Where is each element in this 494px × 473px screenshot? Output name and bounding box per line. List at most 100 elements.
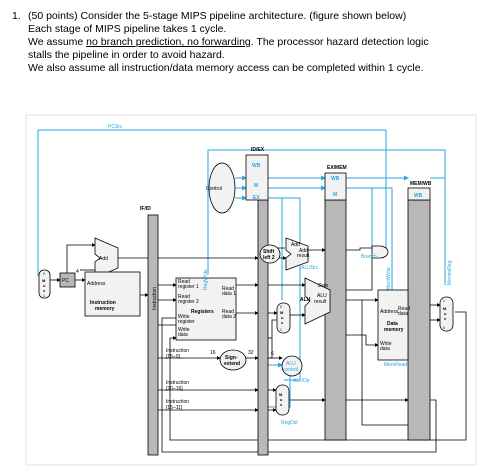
wb-mux-u: u	[444, 311, 447, 316]
alusrc-mux	[276, 302, 291, 334]
pc-mux-u: u	[43, 283, 46, 288]
write-register-a: Write	[178, 314, 190, 320]
alusrc-mux-in-0: 0	[280, 305, 282, 309]
alu-control-label-b: control	[283, 367, 298, 373]
sign-extend-unit	[219, 349, 247, 371]
registers-label: Registers	[191, 309, 214, 315]
sign-extend-label-b: extend	[224, 361, 240, 367]
instr-memory-label-2: memory	[95, 306, 115, 312]
alu-control-unit	[281, 355, 303, 377]
branch-label: Branch	[361, 254, 377, 260]
data-address-label: Address	[380, 309, 399, 315]
shift-left-unit	[259, 244, 281, 264]
wb-mux-in-1: 1	[443, 299, 445, 303]
instr-15-0-label-b: [15–0]	[166, 354, 181, 360]
question-number: 1.	[12, 10, 21, 22]
ex-mem-label: EX/MEM	[327, 165, 347, 171]
question-line-3-pre: We assume	[28, 36, 87, 48]
alu-label: ALU	[300, 297, 311, 303]
instr-15-0-label-a: Instruction	[166, 348, 189, 354]
branch-adder	[285, 237, 309, 271]
instruction-memory	[84, 271, 141, 317]
data-memory	[377, 289, 409, 361]
instr-15-11-label-a: Instruction	[166, 399, 189, 405]
pc-mux-x: x	[43, 288, 46, 293]
instr-memory-label-1: Instruction	[90, 300, 116, 306]
id-ex-ex-label: EX	[253, 195, 260, 201]
width-16-label: 16	[210, 350, 216, 356]
pc-register	[59, 272, 76, 288]
id-ex-register	[257, 199, 269, 456]
aluop-label: ALUOp	[293, 378, 310, 384]
question-line-4: stalls the pipeline in order to avoid ha…	[28, 49, 225, 61]
instr-15-11-label-b: [15–11]	[166, 405, 183, 411]
question-line-5: We also assume all instruction/data memo…	[28, 62, 424, 74]
memwrite-label: MemWrite	[386, 267, 392, 290]
data-memory-label-b: memory	[384, 327, 404, 333]
figure-border	[25, 114, 477, 466]
read-data-1a: Read	[222, 286, 234, 292]
control-unit	[208, 162, 236, 214]
id-ex-control-field	[245, 154, 269, 201]
if-id-label: IF/ID	[140, 206, 151, 212]
mem-wb-wb-label: WB	[414, 193, 423, 199]
question-line-3: We assume no branch prediction, no forwa…	[28, 36, 488, 49]
wb-mux-m: M	[443, 306, 447, 311]
alusrc-mux-u: u	[281, 315, 284, 320]
data-write-b: data	[380, 346, 390, 352]
question-line-3-post: . The processor hazard detection logic	[250, 36, 429, 48]
pc-mux	[38, 269, 51, 299]
pcsrc-label: PCSrc	[108, 124, 123, 130]
sign-extend-label-a: Sign-	[225, 355, 238, 361]
mem-wb-label: MEM/WB	[410, 181, 432, 187]
question-line-3-underlined: no branch prediction, no forwarding	[86, 36, 251, 48]
question-line-2: Each stage of MIPS pipeline takes 1 cycl…	[28, 23, 227, 35]
write-data-a: Write	[178, 327, 190, 333]
question-text: 1. (50 points) Consider the 5-stage MIPS…	[12, 10, 488, 75]
alu-control-label-a: ALU	[286, 361, 296, 367]
ex-mem-wb-label: WB	[331, 176, 340, 182]
regdst-mux-m: M	[279, 392, 283, 397]
branch-add-label-b: Add	[299, 248, 308, 254]
width-32-label: 32	[248, 350, 254, 356]
write-register-b: register	[178, 319, 195, 325]
read-data-2b: data 2	[222, 314, 236, 320]
if-id-register	[147, 214, 159, 456]
register-file	[175, 277, 237, 341]
data-read-a: Read	[398, 306, 410, 312]
alu-result-a: ALU	[317, 293, 327, 299]
read-register-2a: Read	[178, 294, 190, 300]
alusrc-mux-m: M	[280, 310, 284, 315]
data-read-b: data	[398, 311, 408, 317]
shift-label-a: Shift	[263, 249, 274, 255]
instr-20-16-label-b: [20–16]	[166, 386, 183, 392]
pc-adder-label: Add	[99, 256, 108, 262]
regdst-mux-u: u	[280, 397, 283, 402]
ex-mem-m-label: M	[333, 192, 337, 198]
pc-adder	[94, 237, 119, 279]
wb-mux	[439, 296, 454, 332]
memtoreg-label: MemtoReg	[447, 260, 453, 285]
regwrite-label: RegWrite	[203, 269, 209, 290]
read-data-2a: Read	[222, 309, 234, 315]
alu	[304, 277, 331, 325]
mem-wb-register	[407, 199, 431, 441]
pc-label: PC	[62, 278, 69, 284]
branch-add-label-a: Add	[291, 242, 300, 248]
ex-mem-control-field	[324, 172, 347, 201]
regdst-mux-x: x	[280, 402, 283, 407]
alusrc-label: ALUSrc	[301, 265, 319, 271]
alusrc-mux-in-1: 1	[280, 328, 282, 332]
read-register-1a: Read	[178, 279, 190, 285]
wb-mux-in-0: 0	[443, 326, 445, 330]
alusrc-mux-x: x	[281, 320, 284, 325]
datapath-lines	[50, 243, 467, 453]
alu-result-b: result	[314, 299, 327, 305]
memread-label: MemRead	[384, 362, 407, 368]
read-data-1b: data 1	[222, 291, 236, 297]
question-line-1: (50 points) Consider the 5-stage MIPS pi…	[28, 10, 407, 22]
pc-mux-in-1: 1	[43, 294, 45, 298]
mem-wb-control-field	[407, 187, 431, 201]
data-write-a: Write	[380, 341, 392, 347]
